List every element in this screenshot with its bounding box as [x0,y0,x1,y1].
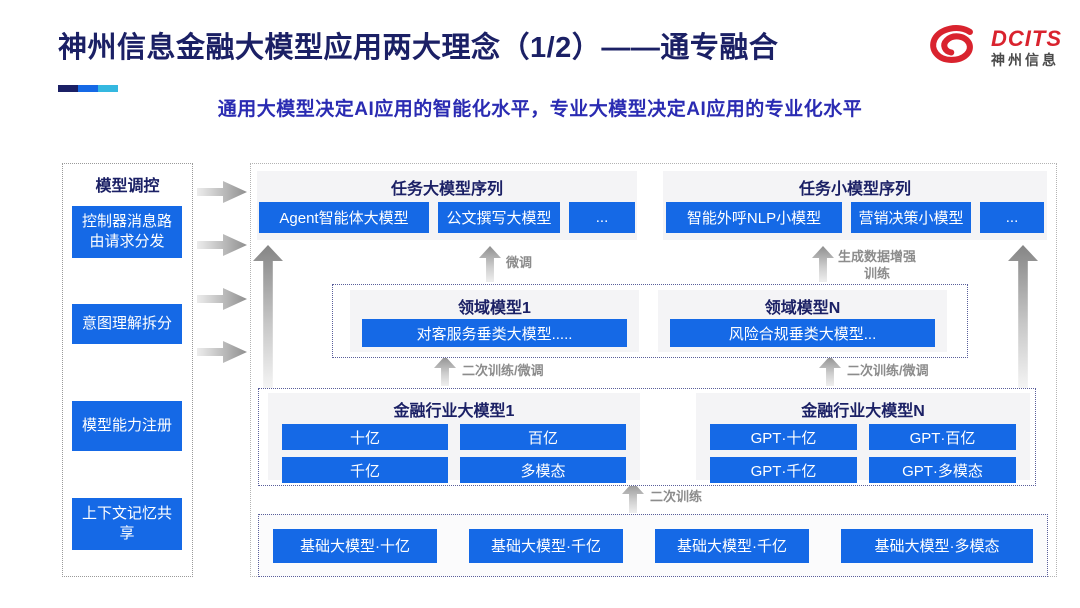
panel-title: 金融行业大模型1 [393,403,515,420]
right-arrow-icon [197,234,247,256]
dcits-swirl-icon [927,22,983,73]
title-accent-bar [58,85,118,92]
model-box-marketing: 营销决策小模型 [851,202,971,233]
model-box-ellipsis: ... [980,202,1044,233]
right-arrow-icon [197,288,247,310]
subtitle: 通用大模型决定AI应用的智能化水平，专业大模型决定AI应用的专业化水平 [217,99,863,120]
panel-title: 金融行业大模型N [801,403,925,420]
sidebar-item-intent: 意图理解拆分 [72,304,182,344]
foundation-box-1b: 基础大模型·十亿 [273,528,437,563]
industry-model-1-panel: 金融行业大模型1 十亿 百亿 千亿 多模态 [268,393,640,483]
dcits-logo: DCITS 神州信息 [927,22,1062,73]
model-box-gpt-multimodal: GPT·多模态 [869,457,1016,483]
sidebar-title: 模型调控 [95,178,160,195]
task-large-model-panel: 任务大模型序列 Agent智能体大模型 公文撰写大模型 ... [257,171,637,240]
secondary-train-ft-label: 二次训练/微调 [462,363,544,378]
panel-title: 任务大模型序列 [390,181,503,198]
industry-model-n-panel: 金融行业大模型N GPT·十亿 GPT·百亿 GPT·千亿 GPT·多模态 [696,393,1030,483]
page-title: 神州信息金融大模型应用两大理念（1/2）——通专融合 [58,32,779,64]
fine-tune-label: 微调 [506,255,533,270]
domain-model-n-panel: 领域模型N 风险合规垂类大模型... [658,290,947,352]
sidebar-item-registry: 模型能力注册 [72,401,182,451]
model-box-document: 公文撰写大模型 [438,202,560,233]
accent-segment-cyan [98,85,118,92]
model-box-agent: Agent智能体大模型 [259,202,429,233]
secondary-train-ft-label: 二次训练/微调 [847,363,929,378]
model-box-risk-compliance: 风险合规垂类大模型... [670,319,935,347]
panel-title: 任务小模型序列 [798,181,911,198]
model-box-gpt-1b: GPT·十亿 [710,424,857,450]
logo-brand-chinese: 神州信息 [991,51,1059,68]
gen-data-training-label: 生成数据增强 训练 [838,249,917,281]
model-box-10b: 百亿 [460,424,626,450]
sidebar-item-context: 上下文记忆共享 [72,498,182,550]
domain-model-1-panel: 领域模型1 对客服务垂类大模型..... [350,290,639,352]
sidebar-item-router: 控制器消息路由请求分发 [72,206,182,258]
right-arrow-icon [197,341,247,363]
model-box-multimodal: 多模态 [460,457,626,483]
model-box-gpt-100b: GPT·千亿 [710,457,857,483]
foundation-box-100b: 基础大模型·千亿 [655,528,809,563]
model-box-100b: 千亿 [282,457,448,483]
panel-title: 领域模型1 [458,300,531,317]
model-box-nlp-call: 智能外呼NLP小模型 [666,202,842,233]
model-control-sidebar: 模型调控 控制器消息路由请求分发 意图理解拆分 模型能力注册 上下文记忆共享 [62,163,193,577]
model-box-ellipsis: ... [569,202,635,233]
model-box-customer-service: 对客服务垂类大模型..... [362,319,627,347]
secondary-train-label: 二次训练 [650,489,703,504]
foundation-models-container: 基础大模型·十亿 基础大模型·千亿 基础大模型·千亿 基础大模型·多模态 [258,514,1048,577]
accent-segment-blue [78,85,98,92]
accent-segment-dark [58,85,78,92]
logo-brand-name: DCITS [991,25,1062,51]
foundation-box-multimodal: 基础大模型·多模态 [841,528,1033,563]
panel-title: 领域模型N [764,300,841,317]
foundation-box-100b: 基础大模型·千亿 [469,528,623,563]
model-box-gpt-10b: GPT·百亿 [869,424,1016,450]
model-box-1b: 十亿 [282,424,448,450]
task-small-model-panel: 任务小模型序列 智能外呼NLP小模型 营销决策小模型 ... [663,171,1047,240]
right-arrow-icon [197,181,247,203]
